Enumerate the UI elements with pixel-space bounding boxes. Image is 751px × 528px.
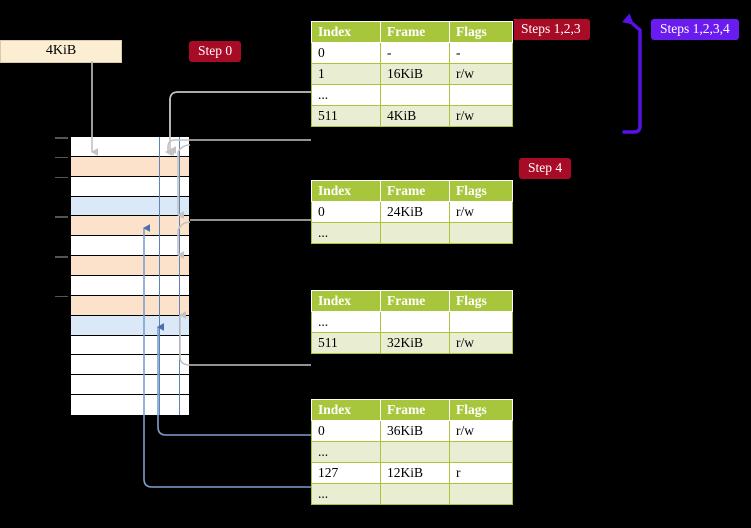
steps-1234-badge: Steps 1,2,3,4	[651, 19, 739, 40]
column-header-frame: Frame	[380, 399, 450, 421]
cell-frame	[380, 222, 450, 244]
step-0-badge: Step 0	[189, 41, 242, 62]
memory-frame-row	[71, 176, 189, 197]
cell-index: 511	[311, 105, 381, 127]
memory-frame-row	[71, 276, 189, 296]
cell-frame: 4KiB	[380, 105, 450, 127]
cell-flags: r/w	[449, 105, 513, 127]
memory-frame-row	[71, 196, 189, 217]
frame-boundary-tick	[55, 176, 68, 179]
cell-index: 0	[311, 420, 381, 442]
memory-frame-row	[71, 375, 189, 396]
column-header-frame: Frame	[380, 21, 450, 43]
cell-flags	[449, 311, 513, 333]
cell-frame: 32KiB	[380, 332, 450, 354]
cell-index: 1	[311, 63, 381, 85]
cell-flags	[449, 84, 513, 106]
table-row: ...	[311, 311, 513, 333]
column-header-index: Index	[311, 290, 381, 312]
memory-frame-row	[71, 236, 189, 257]
memory-frame-row	[71, 156, 189, 177]
memory-frame-row	[71, 315, 189, 336]
cell-index: ...	[311, 441, 381, 463]
cell-frame	[380, 483, 450, 505]
grid-guide-line	[179, 137, 180, 415]
column-header-flags: Flags	[449, 290, 513, 312]
frame-boundary-tick	[55, 295, 68, 298]
steps-bracket-arrow	[622, 13, 642, 134]
cell-flags: r/w	[449, 332, 513, 354]
cell-frame	[380, 84, 450, 106]
cell-frame: 36KiB	[380, 420, 450, 442]
column-header-flags: Flags	[449, 180, 513, 202]
frame-boundary-tick	[55, 256, 68, 258]
memory-frame-row	[71, 256, 189, 276]
memory-frame-row	[71, 216, 189, 237]
table-row: ...	[311, 441, 513, 463]
memory-frame-row	[71, 395, 189, 415]
frame-boundary-tick	[55, 156, 68, 159]
cell-flags	[449, 222, 513, 244]
memory-frame-row	[71, 335, 189, 356]
column-header-index: Index	[311, 180, 381, 202]
table-row: ...	[311, 222, 513, 244]
cell-flags	[449, 441, 513, 463]
cell-index: 127	[311, 462, 381, 484]
cell-index: 511	[311, 332, 381, 354]
step-4-badge: Step 4	[519, 158, 572, 179]
table-row: ...	[311, 483, 513, 505]
column-header-frame: Frame	[380, 290, 450, 312]
frame-boundary-tick	[55, 216, 68, 218]
memory-frame-row	[71, 355, 189, 376]
memory-frame-row	[71, 295, 189, 316]
cell-frame	[380, 441, 450, 463]
column-header-flags: Flags	[449, 21, 513, 43]
cell-frame: 12KiB	[380, 462, 450, 484]
cell-frame: 16KiB	[380, 63, 450, 85]
cell-index: ...	[311, 311, 381, 333]
physical-memory-grid	[55, 136, 190, 415]
cell-flags: -	[449, 42, 513, 64]
cell-frame: 24KiB	[380, 201, 450, 223]
table-row: ...	[311, 84, 513, 106]
grid-guide-line	[159, 137, 160, 415]
cell-index: 0	[311, 201, 381, 223]
cell-flags: r	[449, 462, 513, 484]
cell-flags	[449, 483, 513, 505]
cell-index: ...	[311, 483, 381, 505]
cell-index: ...	[311, 222, 381, 244]
column-header-flags: Flags	[449, 399, 513, 421]
column-header-frame: Frame	[380, 180, 450, 202]
cell-index: 0	[311, 42, 381, 64]
frame-boundary-tick	[55, 137, 68, 139]
cell-flags: r/w	[449, 63, 513, 85]
cell-frame	[380, 311, 450, 333]
table-row: 0--	[311, 42, 513, 64]
column-header-index: Index	[311, 399, 381, 421]
cell-flags: r/w	[449, 420, 513, 442]
cell-flags: r/w	[449, 201, 513, 223]
memory-size-label: 4KiB	[0, 40, 122, 63]
column-header-index: Index	[311, 21, 381, 43]
memory-frame-row	[71, 137, 189, 157]
cell-frame: -	[380, 42, 450, 64]
cell-index: ...	[311, 84, 381, 106]
steps-123-badge: Steps 1,2,3	[512, 19, 590, 40]
